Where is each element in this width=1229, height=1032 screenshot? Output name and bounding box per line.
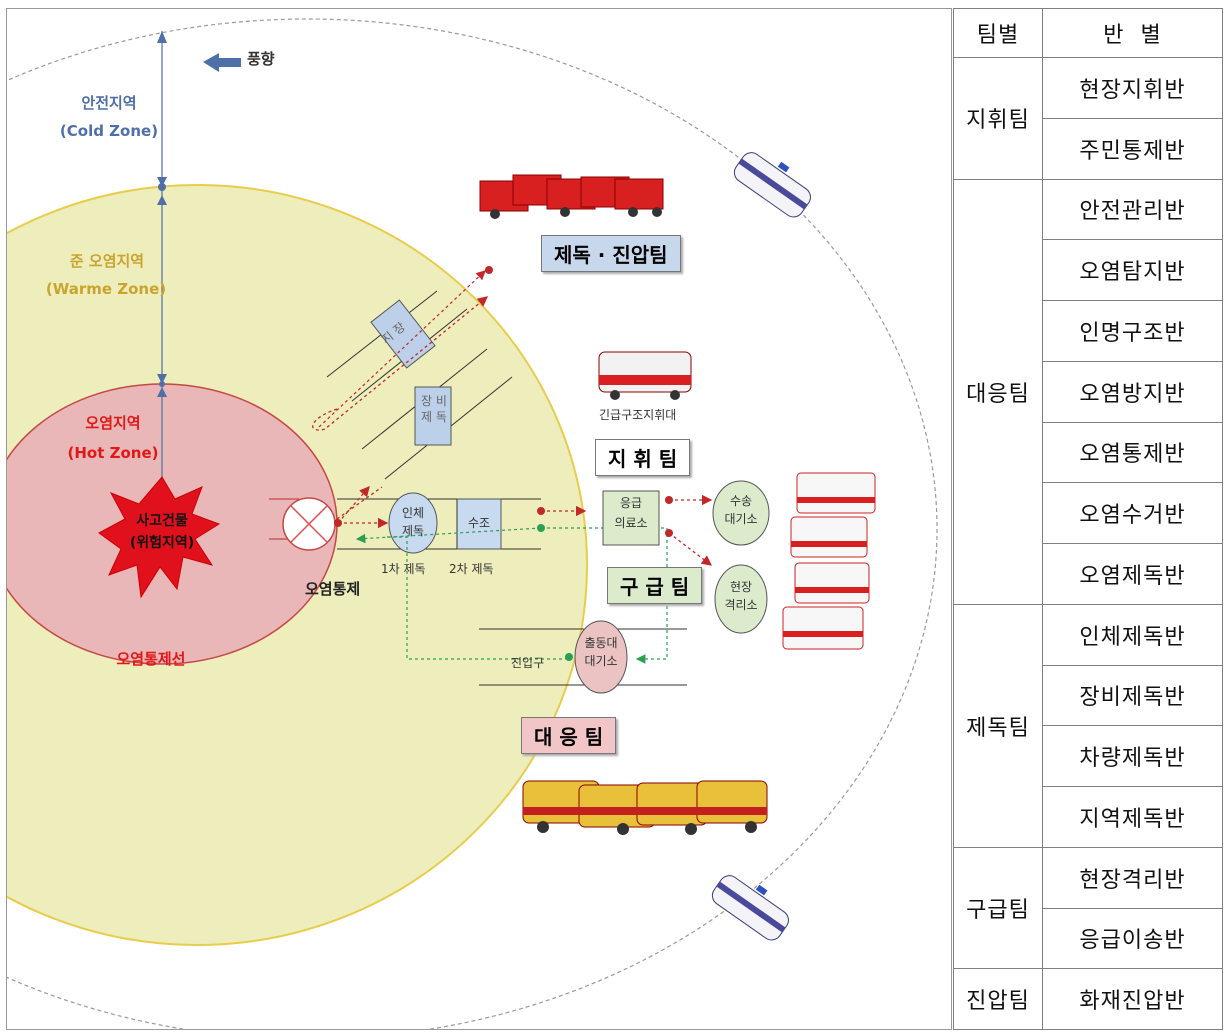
unit-cell: 화재진압반 (1042, 968, 1223, 1030)
second-decon-label: 2차 제독 (449, 562, 494, 576)
unit-cell: 주민통제반 (1042, 117, 1223, 180)
entrance-label: 진입구 (511, 656, 545, 670)
unit-cell: 오염통제반 (1042, 421, 1223, 484)
decon-suppression-team-label: 제독 · 진압팀 (541, 235, 681, 272)
first-decon-label: 1차 제독 (381, 562, 426, 576)
fire-truck-icons (479, 174, 664, 219)
unit-cell: 인체제독반 (1042, 603, 1223, 666)
first-aid-line1: 응급 (619, 496, 643, 510)
table-row: 인명구조반 (954, 300, 1223, 362)
unit-cell: 인명구조반 (1042, 300, 1223, 362)
police-car-icon-top (733, 152, 811, 218)
table-row: 차량제독반 (954, 725, 1223, 787)
equipment-decon-2-line2: 제 독 (421, 410, 447, 424)
wind-direction-label: 풍향 (247, 50, 275, 68)
team-cell-command: 지휘팀 (953, 57, 1043, 180)
contamination-control-label: 오염통제 (305, 580, 361, 598)
unit-cell: 오염수거반 (1042, 482, 1223, 544)
wind-arrow-icon (203, 53, 241, 72)
dispatch-wait-node (574, 620, 628, 694)
body-decon-node (388, 492, 438, 554)
unit-cell: 오염방지반 (1042, 360, 1223, 423)
command-vehicle-icon (598, 351, 692, 400)
isolation-node (714, 564, 768, 634)
team-unit-table: 팀별 반 별 지휘팀 현장지휘반 주민통제반 대응팀 안전관리반 오염탐지반 인… (953, 8, 1223, 1030)
zone-diagram-graphics (7, 18, 938, 1029)
dispatch-wait-line1: 출동대 (584, 636, 618, 650)
team-cell-first-aid: 구급팀 (953, 846, 1043, 970)
table-row: 오염방지반 (954, 360, 1223, 423)
unit-cell: 차량제독반 (1042, 725, 1223, 787)
unit-cell: 안전관리반 (1042, 178, 1223, 241)
ambulance-icons (782, 472, 876, 650)
warm-zone-english: (Warme Zone) (45, 280, 167, 298)
bus-icons (522, 780, 768, 835)
cold-zone-boundary (7, 18, 938, 1029)
table-row: 대응팀 안전관리반 (953, 178, 1223, 605)
response-team-label: 대 응 팀 (521, 717, 617, 754)
team-cell-suppression: 진압팀 (953, 968, 1043, 1030)
team-cell-decon: 제독팀 (953, 603, 1043, 848)
danger-area-label: (위험지역) (129, 535, 195, 551)
table-row: 오염제독반 (954, 543, 1223, 605)
table-row: 진압팀 화재진압반 (953, 968, 1223, 1030)
first-aid-line2: 의료소 (614, 516, 648, 530)
water-tank-box (456, 498, 502, 550)
unit-cell: 현장격리반 (1042, 846, 1223, 909)
first-aid-box (602, 490, 660, 546)
accident-building-label: 사고건물 (136, 513, 188, 529)
body-decon-line1: 인체 (401, 506, 425, 520)
unit-cell: 현장지휘반 (1042, 57, 1223, 119)
header-unit: 반 별 (1042, 8, 1223, 58)
hot-zone-name: 오염지역 (85, 414, 141, 432)
cold-zone-english: (Cold Zone) (59, 122, 159, 140)
explosion-icon (98, 476, 221, 599)
table-row: 제독팀 인체제독반 (953, 603, 1223, 848)
body-decon-line2: 제독 (401, 524, 425, 538)
police-car-icon-bottom (711, 875, 789, 941)
isolation-line2: 격리소 (724, 598, 758, 612)
table-row: 주민통제반 (954, 117, 1223, 180)
command-team-label: 지 휘 팀 (595, 439, 691, 476)
team-cell-response: 대응팀 (953, 178, 1043, 605)
zone-diagram: 풍향 안전지역 (Cold Zone) 준 오염지역 (Warme Zone) … (6, 8, 952, 1030)
unit-cell: 오염제독반 (1042, 543, 1223, 605)
unit-cell: 장비제독반 (1042, 664, 1223, 727)
hot-zone-boundary-label: 오염통제선 (116, 650, 186, 668)
isolation-line1: 현장 (729, 580, 753, 594)
unit-cell: 응급이송반 (1042, 907, 1223, 970)
transport-wait-line2: 대기소 (724, 512, 758, 526)
rescue-command-label: 긴급구조지휘대 (599, 408, 677, 422)
equipment-decon-box-1 (370, 299, 436, 369)
table-row: 지역제독반 (954, 786, 1223, 848)
cold-zone-name: 안전지역 (81, 94, 137, 112)
water-tank-label: 수조 (467, 516, 491, 530)
table-header-row: 팀별 반 별 (953, 8, 1223, 58)
unit-cell: 오염탐지반 (1042, 239, 1223, 301)
table-row: 장비제독반 (954, 664, 1223, 727)
hot-zone-english: (Hot Zone) (67, 444, 159, 462)
table-row: 오염탐지반 (954, 239, 1223, 301)
first-aid-team-label: 구 급 팀 (607, 567, 703, 604)
equipment-decon-2-line1: 장 비 (421, 394, 447, 408)
warm-zone-name: 준 오염지역 (69, 252, 145, 270)
unit-cell: 지역제독반 (1042, 786, 1223, 848)
table-row: 지휘팀 현장지휘반 (953, 57, 1223, 180)
dispatch-wait-line2: 대기소 (584, 654, 618, 668)
table-row: 오염통제반 (954, 421, 1223, 484)
transport-wait-node (712, 480, 770, 546)
transport-wait-line1: 수송 (729, 494, 753, 508)
table-row: 구급팀 현장격리반 (953, 846, 1223, 970)
header-team: 팀별 (953, 8, 1043, 58)
equipment-decon-box-2 (414, 386, 452, 446)
